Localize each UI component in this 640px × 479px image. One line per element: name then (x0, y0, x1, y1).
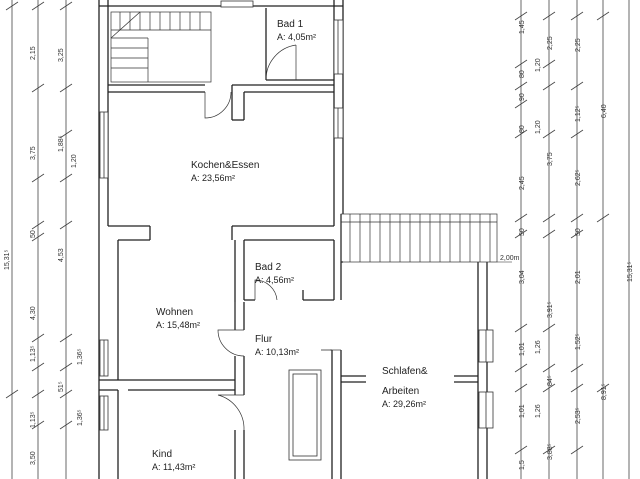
room-area: A: 4,05m² (277, 32, 317, 42)
dimension-lines-left (5, 0, 73, 479)
dim-label: 50 (575, 228, 582, 236)
dim-label: 3,91⁵ (547, 301, 554, 318)
room-name: Flur (255, 334, 273, 345)
wardrobe (288, 349, 332, 461)
dim-label: 2,25 (575, 38, 582, 52)
dim-label: 15,31⁵ (4, 249, 11, 270)
room-area: A: 10,13m² (255, 347, 300, 357)
doors (204, 44, 341, 431)
dim-label: 1,01 (519, 342, 526, 356)
dim-label: 2,45 (519, 176, 526, 190)
dim-label: 4,53 (58, 248, 65, 262)
dim-label: 2,15 (30, 46, 37, 60)
balcony (340, 213, 498, 263)
dim-label: 1,36⁵ (77, 348, 84, 365)
dim-label: 1,36⁵ (77, 409, 84, 426)
dim-label: 1,45 (519, 20, 526, 34)
room-area: A: 4,56m² (255, 275, 295, 285)
dim-label: 3,75 (547, 152, 554, 166)
dim-label: 2,25 (547, 36, 554, 50)
dim-label: 1,20 (71, 154, 78, 168)
room-name: Wohnen (156, 307, 194, 318)
dim-label: 1,88⁵ (58, 135, 65, 152)
windows (99, 0, 494, 431)
dim-label: 1,01 (519, 404, 526, 418)
dim-label: 50 (519, 228, 526, 236)
room-label-bad2: Bad 2 A: 4,56m² (255, 262, 294, 286)
room-name: Kochen&Essen (191, 160, 260, 171)
room-label-flur: Flur A: 10,13m² (255, 334, 299, 358)
dim-label: 3,04 (519, 270, 526, 284)
room-name-line2: Arbeiten (382, 386, 420, 397)
dim-label: 1,26 (535, 340, 542, 354)
dim-label: 51⁵ (58, 381, 65, 392)
dim-label: 80 (519, 125, 526, 133)
dim-label: 8,91⁵ (601, 383, 608, 400)
room-label-kochen-essen: Kochen&Essen A: 23,56m² (191, 160, 259, 184)
dim-label: 1,13⁵ (30, 345, 37, 362)
room-area: A: 11,43m² (152, 462, 196, 472)
room-name: Schlafen& (382, 366, 428, 377)
room-label-schlafen-arbeiten: Schlafen& Arbeiten A: 29,26m² (382, 366, 428, 410)
dim-label: 1,52⁵ (575, 333, 582, 350)
dim-label: 80 (519, 70, 526, 78)
dim-label: 3,88⁵ (547, 443, 554, 460)
dim-label: 3,75 (30, 146, 37, 160)
dim-label: 2,01 (575, 270, 582, 284)
level-label: 2,00m (500, 255, 520, 262)
dimension-lines-right (514, 0, 630, 479)
dim-label: 1,26 (535, 404, 542, 418)
room-label-bad1: Bad 1 A: 4,05m² (277, 19, 316, 43)
dim-label: 4,30 (30, 306, 37, 320)
room-name: Kind (152, 449, 173, 460)
room-area: A: 15,48m² (156, 320, 201, 330)
dim-label: 6,40 (601, 104, 608, 118)
staircase (110, 11, 212, 83)
dim-label: 2,62⁵ (575, 169, 582, 186)
room-label-kind: Kind A: 11,43m² (152, 449, 195, 473)
room-label-wohnen: Wohnen A: 15,48m² (156, 307, 200, 331)
dim-label: 2,53⁵ (575, 407, 582, 424)
room-area: A: 23,56m² (191, 173, 236, 183)
dim-label: 90 (519, 93, 526, 101)
dimension-labels: 15,31⁵ 3,50 2,15 3,75 50 4,30 1,13⁵ 1,13… (4, 20, 634, 470)
dim-label: 15,31⁵ (627, 261, 634, 282)
dim-label: 84⁵ (547, 375, 554, 386)
room-name: Bad 2 (255, 262, 282, 273)
dim-label: 3,25 (58, 48, 65, 62)
dim-label: 3,50 (30, 451, 37, 465)
dim-label: 50 (30, 230, 37, 238)
room-name: Bad 1 (277, 19, 304, 30)
dim-label: 1,20 (535, 120, 542, 134)
room-area: A: 29,26m² (382, 399, 427, 409)
dim-label: 1,5 (519, 460, 526, 470)
dim-label: 1,20 (535, 58, 542, 72)
dim-label: 1,13⁵ (30, 411, 37, 428)
dim-label: 1,12⁵ (575, 105, 582, 122)
